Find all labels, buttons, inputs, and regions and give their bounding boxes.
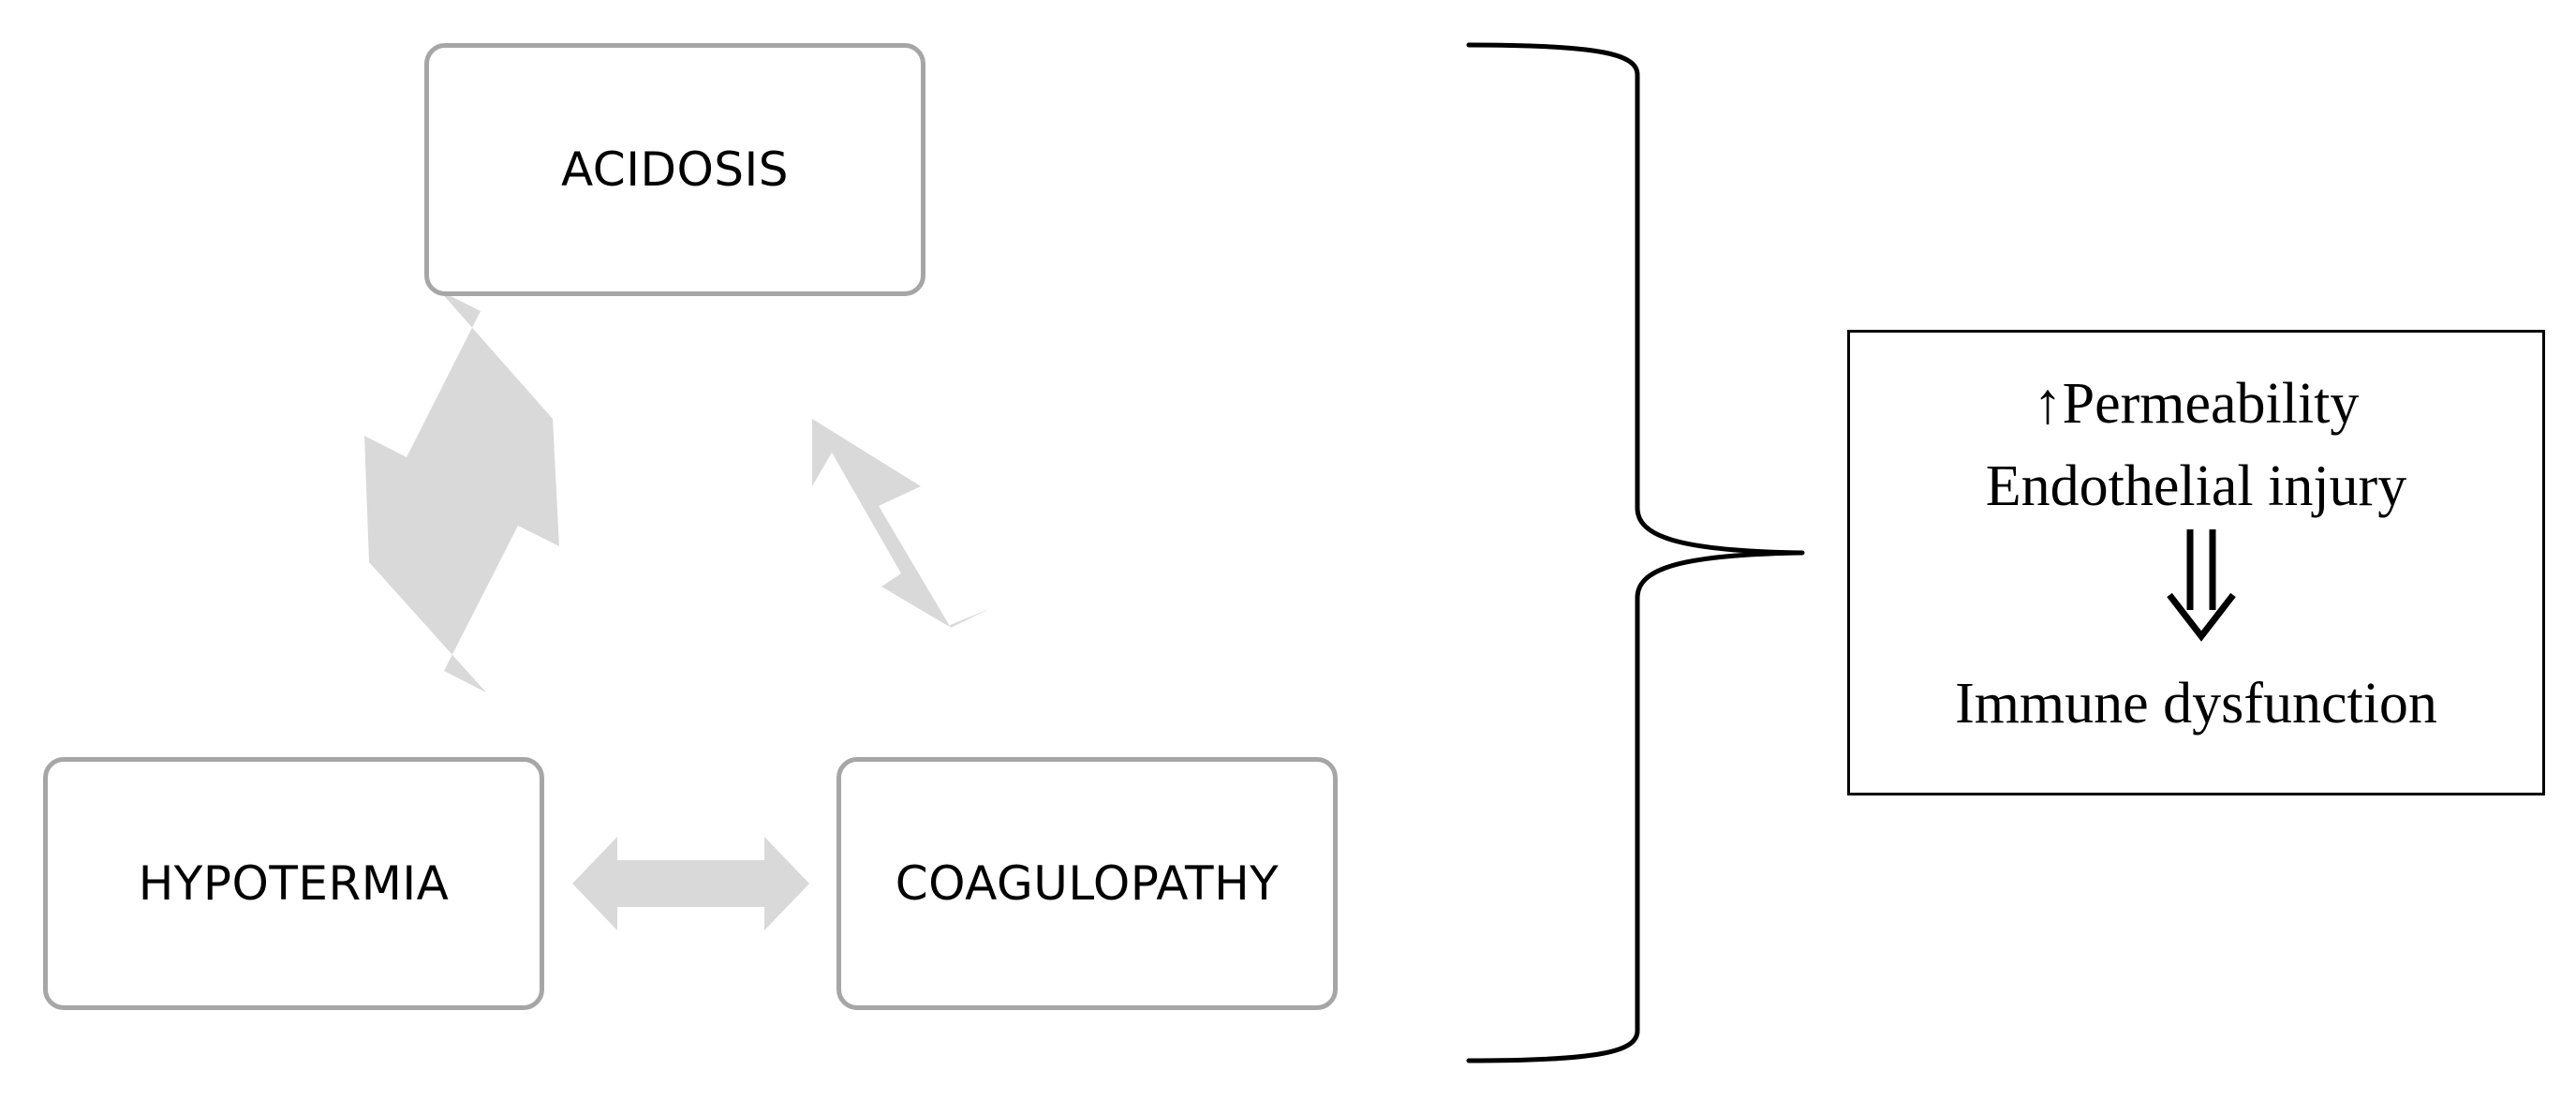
bidirectional-arrow-icon-right bbox=[812, 419, 991, 628]
node-acidosis-label: ACIDOSIS bbox=[560, 142, 790, 197]
outcome-permeability-label: Permeability bbox=[2062, 372, 2360, 436]
node-acidosis: ACIDOSIS bbox=[424, 43, 925, 296]
node-coagulopathy-label: COAGULOPATHY bbox=[895, 856, 1280, 911]
outcome-box: ↑Permeability Endothelial injury Immune … bbox=[1847, 330, 2545, 795]
bidirectional-arrow-icon-bottom bbox=[572, 837, 809, 930]
curly-brace-icon bbox=[1466, 42, 1805, 1063]
outcome-permeability: ↑Permeability bbox=[1850, 375, 2542, 433]
up-arrow-icon: ↑ bbox=[2033, 372, 2063, 436]
outcome-endothelial-injury: Endothelial injury bbox=[1985, 454, 2407, 518]
node-hypotermia-label: HYPOTERMIA bbox=[138, 856, 450, 911]
double-arrow-down-icon bbox=[2167, 529, 2236, 642]
node-hypotermia: HYPOTERMIA bbox=[43, 757, 544, 1010]
node-coagulopathy: COAGULOPATHY bbox=[836, 757, 1338, 1010]
bidirectional-arrow-icon-left bbox=[364, 290, 559, 692]
outcome-immune-dysfunction: Immune dysfunction bbox=[1955, 672, 2437, 736]
